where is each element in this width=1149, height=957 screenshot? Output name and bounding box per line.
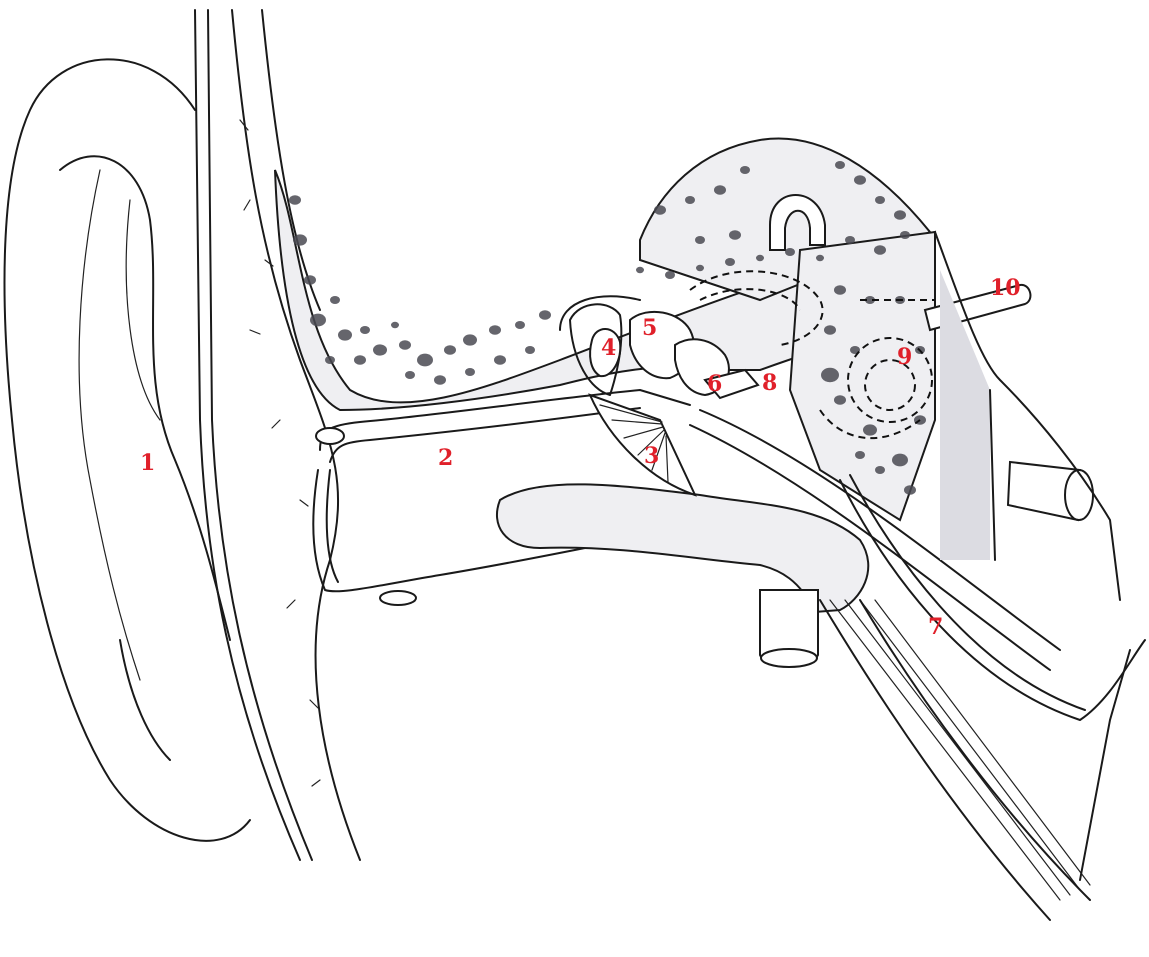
bone-pore [725, 258, 735, 266]
bone-pore [854, 175, 866, 185]
bone-pore [654, 205, 666, 215]
label-4: 4 [601, 335, 616, 361]
bone-pore [875, 466, 885, 474]
bone-pore [525, 346, 535, 354]
bone-pore [338, 329, 352, 340]
bone-pore [417, 354, 433, 367]
label-5: 5 [642, 315, 657, 341]
bone-pore [463, 334, 477, 345]
bone-pore [845, 236, 855, 244]
bone-pore [515, 321, 525, 329]
tympanic-membrane [590, 395, 695, 495]
bone-pore [434, 375, 446, 385]
bone-pore [900, 231, 910, 239]
bone-pore [289, 195, 301, 205]
label-1: 1 [140, 450, 155, 476]
label-6: 6 [707, 371, 722, 397]
bone-pore [465, 368, 475, 376]
bone-pore [444, 345, 456, 355]
bone-pore [874, 245, 886, 255]
bone-pore [892, 454, 908, 467]
bone-pore [835, 161, 845, 169]
bone-pore [539, 310, 551, 320]
label-9: 9 [897, 344, 912, 370]
label-3: 3 [644, 443, 659, 469]
bone-pore [399, 340, 411, 350]
bone-pore [729, 230, 741, 240]
label-8: 8 [762, 370, 777, 396]
bone-pore [304, 275, 316, 285]
label-7: 7 [928, 614, 943, 640]
bone-pore [875, 196, 885, 204]
bone-pore [489, 325, 501, 335]
bone-pore [325, 356, 335, 364]
bone-pore [360, 326, 370, 334]
bone-pore [330, 296, 340, 304]
bone-pore [354, 355, 366, 365]
bone-pore [894, 210, 906, 220]
bone-pore [785, 248, 795, 256]
bone-pore [756, 255, 764, 261]
bone-pore [696, 265, 704, 271]
bone-pore [494, 355, 506, 365]
bone-pore [740, 166, 750, 174]
bone-pore [665, 271, 675, 279]
bone-pore [855, 451, 865, 459]
bone-pore [685, 196, 695, 204]
bone-pore [405, 371, 415, 379]
bone-pore [636, 267, 644, 273]
skull-base [935, 232, 1130, 880]
bone-pore [834, 395, 846, 405]
bone-pore [695, 236, 705, 244]
label-2: 2 [438, 445, 453, 471]
bone-pore [714, 185, 726, 195]
bone-pore [824, 325, 836, 335]
bone-pore [373, 344, 387, 355]
bone-pore [816, 255, 824, 261]
bone-pore [821, 368, 839, 382]
bone-pore [310, 314, 326, 327]
bone-pore [863, 424, 877, 435]
bone-pore [391, 322, 399, 328]
bone-pore [904, 485, 916, 495]
bone-pore [834, 285, 846, 295]
bone-pore [293, 234, 307, 245]
label-10: 10 [990, 275, 1021, 301]
